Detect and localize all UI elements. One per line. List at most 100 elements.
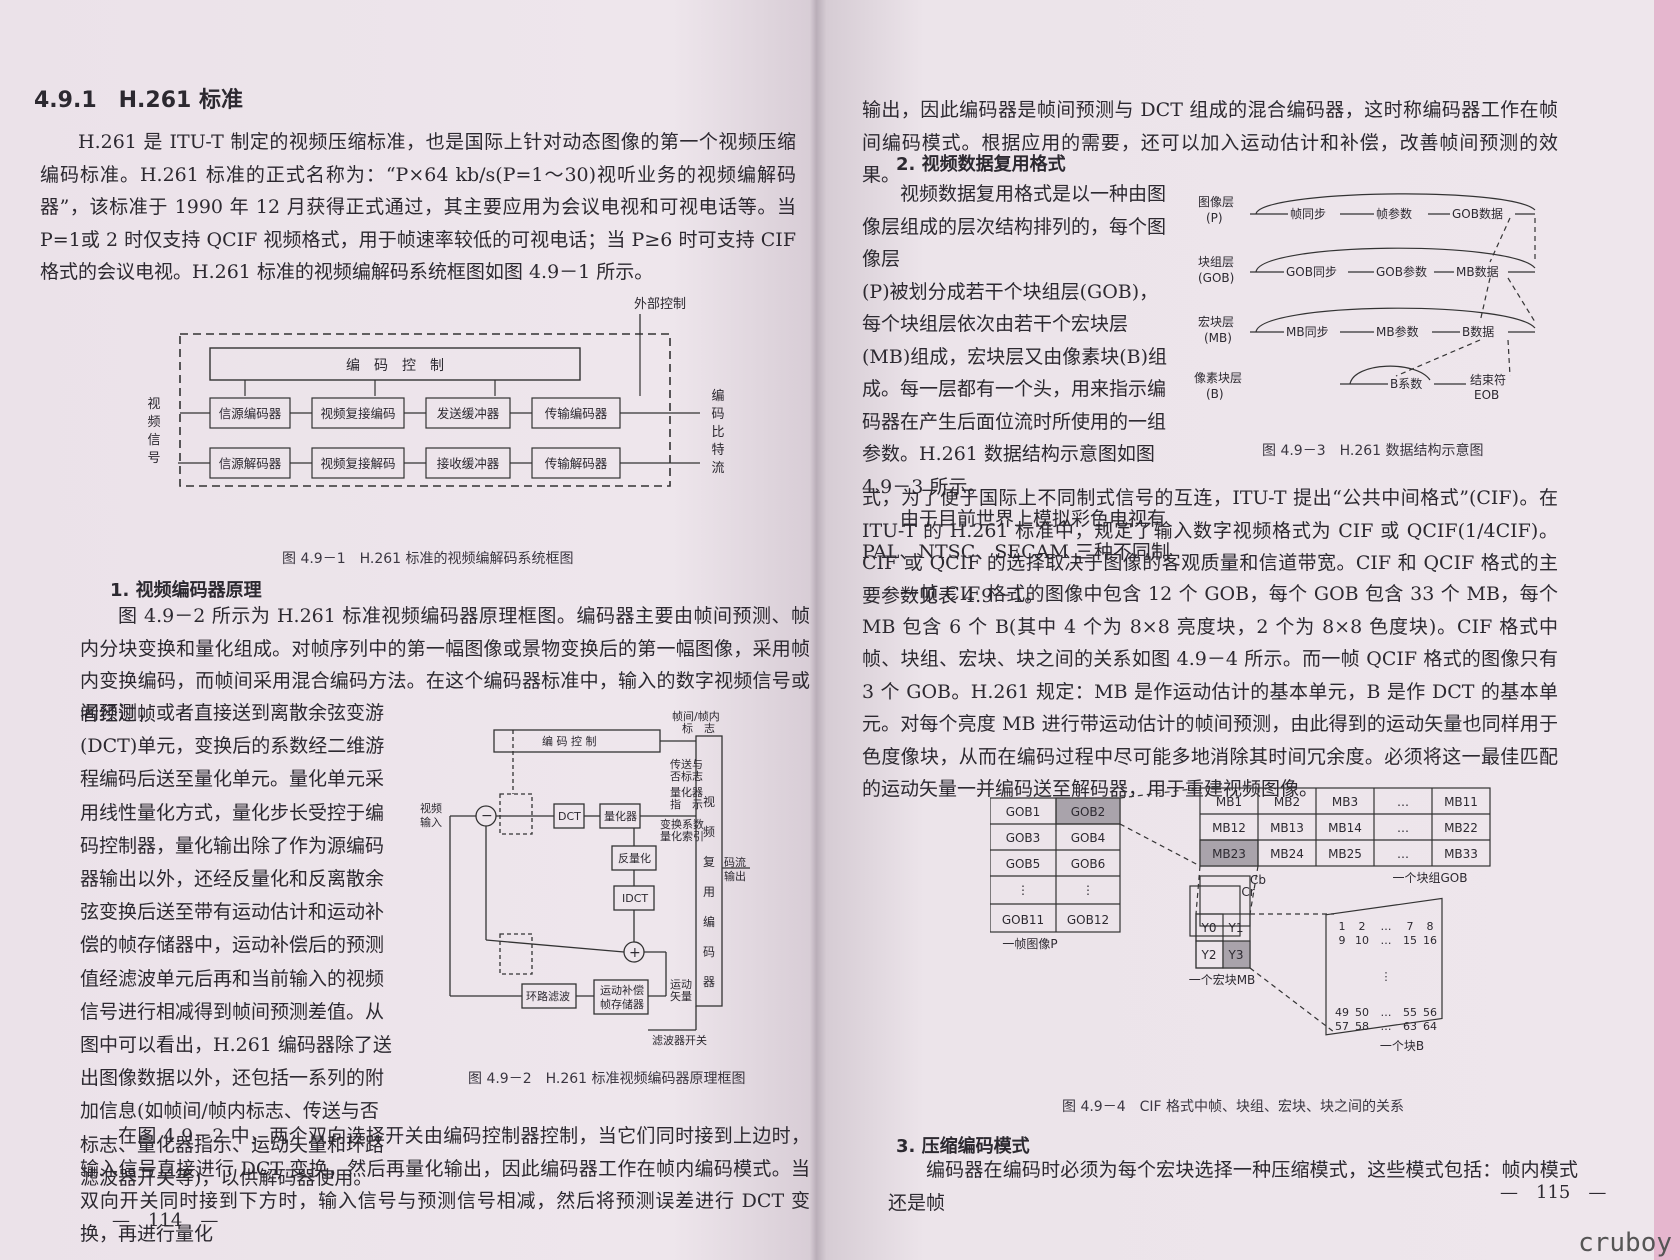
cb-block: Cb (1250, 873, 1266, 887)
quant-ind-label: 量化器 (670, 785, 703, 799)
mb-cell: MB22 (1444, 821, 1478, 835)
text-line: 值经滤波单元后再和当前输入的视频 (80, 967, 385, 990)
video-signal-char: 频 (147, 415, 160, 430)
mux-char: 器 (703, 975, 715, 989)
mb-cell: MB11 (1444, 795, 1478, 809)
figure-data-structure: 图像层 (P) 块组层 (GOB) 宏块层 (MB) 像素块层 (B) 帧同步 … (1194, 193, 1536, 402)
mb-label: 一个宏块MB (1189, 972, 1256, 987)
mb-field: MB参数 (1376, 324, 1419, 339)
mb-cell: … (1397, 795, 1409, 809)
mb-cell: MB1 (1216, 795, 1242, 809)
bitstream-char: 流 (711, 461, 724, 476)
mux-char: 复 (703, 855, 715, 869)
paragraph: 编码器在编码时必须为每个宏块选择一种压缩模式，这些模式包括：帧内模式还是帧 (888, 1159, 1578, 1214)
paragraph: H.261 是 ITU-T 制定的视频压缩标准，也是国际上针对动态图像的第一个视… (40, 131, 796, 283)
mb-cell: MB24 (1270, 847, 1304, 861)
b-cell: … (1381, 1020, 1392, 1033)
section-title: 4.9.1 H.261 标准 (34, 88, 243, 113)
b-cell: 2 (1359, 920, 1366, 933)
b-field: 结束符 (1470, 372, 1506, 387)
b-cell: 9 (1339, 934, 1346, 947)
tx-buffer: 发送缓冲器 (437, 406, 500, 421)
layer-label-gob: (GOB) (1198, 271, 1234, 285)
figure-caption: 图 4.9－2 H.261 标准视频编码器原理框图 (468, 1071, 746, 1087)
y-block: Y3 (1228, 948, 1244, 962)
gob-field: MB数据 (1456, 264, 1499, 279)
mux-char: 用 (703, 885, 715, 899)
figure-caption: 图 4.9－4 CIF 格式中帧、块组、宏块、块之间的关系 (1062, 1099, 1405, 1115)
coef-label: 量化索引 (660, 829, 704, 843)
layer-label-p: 图像层 (1198, 195, 1234, 209)
flag-label: 标 志 (682, 721, 715, 735)
p-field: 帧参数 (1376, 206, 1412, 221)
text-line: 码器在产生后面位流时所使用的一组 (862, 410, 1167, 433)
b-cell: 49 (1335, 1006, 1349, 1019)
text-line: 成。每一层都有一个头，用来指示编 (862, 378, 1167, 400)
mb-field: MB同步 (1286, 325, 1329, 339)
source-encoder: 信源编码器 (219, 406, 282, 421)
paragraph: 在图 4.9－2 中，两个双向选择开关由编码控制器控制，当它们同时接到上边时，输… (80, 1125, 810, 1245)
b-cell: 8 (1427, 920, 1434, 933)
paragraph: 输出，因此编码器是帧间预测与 DCT 组成的混合编码器，这时称编码器工作在帧间编… (862, 99, 1558, 186)
text-line: (P)被划分成若干个块组层(GOB)， (862, 280, 1159, 303)
bitstream-char: 编 (711, 389, 724, 404)
bitstream-char: 比 (711, 425, 724, 440)
bitstream-char: 码 (711, 407, 724, 422)
cr-block: Cr (1241, 885, 1254, 899)
mb-cell: MB2 (1274, 795, 1300, 809)
tx-flag-label: 否标志 (670, 769, 703, 783)
inverse-quant-block: 反量化 (618, 851, 651, 865)
mv-label: 运动 (670, 978, 692, 991)
gob-label: 一个块组GOB (1393, 871, 1468, 885)
text-line: 视频数据复用格式是以一种由图 (900, 183, 1167, 205)
b-cell: ⋮ (1381, 970, 1392, 983)
mux-char: 编 (703, 914, 715, 929)
mc-frame-store: 帧存储器 (600, 997, 644, 1011)
text-line: PAL、NTSC、SECAM 三种不同制 (862, 540, 1170, 563)
b-cell: … (1381, 934, 1392, 947)
input-label: 输入 (420, 815, 442, 829)
loop-filter-block: 环路滤波 (526, 990, 570, 1003)
b-cell: 16 (1423, 934, 1437, 947)
text-line: 程编码后送至量化单元。量化单元采 (80, 768, 385, 791)
plus-sign: + (629, 945, 641, 961)
subsection-title: 3. 压缩编码模式 (896, 1136, 1030, 1157)
b-cell: 58 (1355, 1020, 1369, 1033)
b-cell: 15 (1403, 934, 1417, 947)
page-number: — 115 — (1500, 1182, 1607, 1203)
mux-decoder: 视频复接解码 (320, 456, 395, 471)
p-field: GOB数据 (1452, 206, 1503, 221)
layer-label-b: 像素块层 (1194, 371, 1242, 385)
mux-char: 频 (703, 825, 715, 839)
b-label: 一个块B (1380, 1039, 1424, 1053)
idct-block: IDCT (622, 892, 648, 905)
text-line: 每个块组层依次由若干个宏块层 (862, 313, 1129, 335)
paragraph: 一帧 CIF 格式的图像中包含 12 个 GOB，每个 GOB 包含 33 个 … (862, 583, 1558, 800)
b-cell: 63 (1403, 1020, 1417, 1033)
figure-codec-system: 外部控制 编 码 控 制 信源编码器 视频复接编码 发送缓冲器 传输编码器 信源… (147, 297, 725, 487)
text-line: 间预测，或者直接送到离散余弦变游 (80, 702, 385, 724)
mb-cell: MB12 (1212, 821, 1246, 835)
coding-control-box: 编 码 控 制 (346, 358, 444, 374)
y-block: Y1 (1228, 921, 1244, 935)
mb-field: B数据 (1462, 324, 1494, 339)
text-line: 码控制器，量化输出除了作为源编码 (80, 834, 385, 857)
layer-label-mb: (MB) (1204, 331, 1232, 345)
mb-cell: MB3 (1332, 795, 1358, 809)
text-line: 出图像数据以外，还包括一系列的附 (80, 1067, 385, 1090)
tx-encoder: 传输编码器 (545, 406, 608, 421)
b-cell: 64 (1423, 1020, 1437, 1033)
gob-cell: GOB2 (1071, 805, 1106, 819)
paragraph-wrapped: 间预测，或者直接送到离散余弦变游 (DCT)单元，变换后的系数经二维游 程编码后… (80, 697, 410, 1195)
dct-block: DCT (558, 810, 581, 823)
y-block: Y0 (1201, 921, 1217, 935)
mux-char: 视 (703, 794, 715, 809)
page-edge (1654, 0, 1680, 1260)
rx-buffer: 接收缓冲器 (437, 456, 500, 471)
coding-control-box: 编 码 控 制 (542, 734, 597, 748)
subsection-title: 2. 视频数据复用格式 (896, 154, 1066, 175)
text-line: 参数。H.261 数据结构示意图如图 (862, 443, 1155, 465)
text-line: 滤波器开关等)，以供解码器使用。 (80, 1166, 373, 1189)
text-line: 信号进行相减得到帧间预测差值。从 (80, 1000, 385, 1023)
text-line: 由于目前世界上模拟彩色电视有 (862, 508, 1167, 530)
